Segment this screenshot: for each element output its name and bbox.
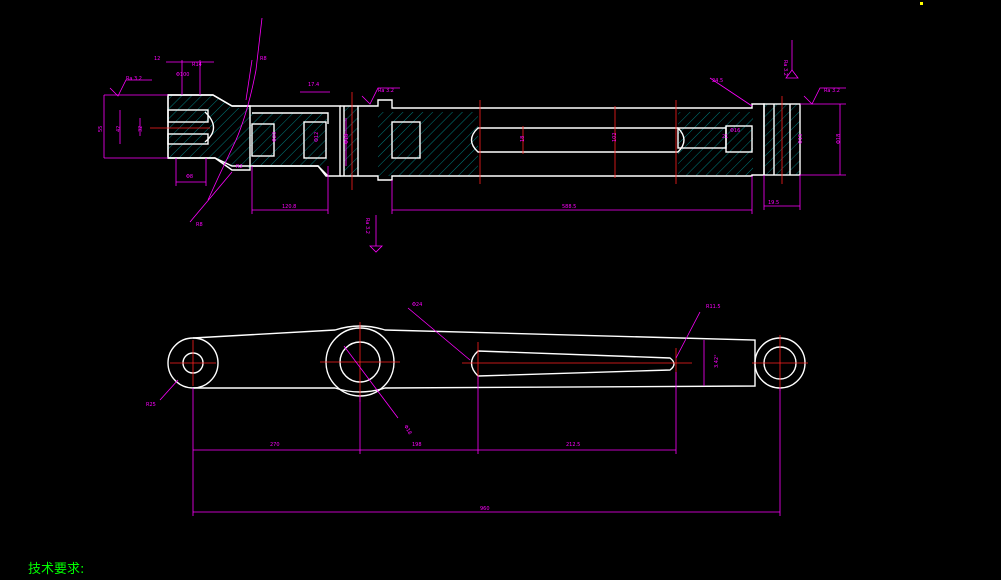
lever-outline bbox=[167, 325, 806, 397]
dim-label-5: 55 bbox=[98, 126, 104, 132]
plan-dimensions bbox=[159, 307, 781, 516]
ra-label-3: Ra 3.2 bbox=[824, 88, 840, 94]
dim-label-16: Φ18 bbox=[836, 134, 842, 144]
dim-label-11: Φ18 bbox=[344, 134, 350, 144]
dim-label-20: 19.5 bbox=[768, 200, 779, 206]
dim-label-12: 18 bbox=[520, 136, 526, 142]
section-hatching bbox=[168, 95, 800, 176]
dim-label-9: 17.4 bbox=[308, 82, 319, 88]
section-dimensions bbox=[103, 59, 846, 223]
dim-label-6: 42 bbox=[116, 126, 122, 132]
plan-label-5: 270 bbox=[270, 442, 280, 448]
section-view: Ra 3.2 Ra 3.2 Ra 3.2 Ra 3.2 Ra 3.2 12 R8… bbox=[98, 17, 846, 253]
plan-label-6: 198 bbox=[412, 442, 422, 448]
dim-label-2: R8 bbox=[260, 56, 267, 62]
ra-label-5: Ra 3.2 bbox=[364, 218, 370, 234]
plan-dim-labels: R25 Φ18 Φ24 R11.5 270 198 212.5 960 3.42… bbox=[146, 302, 721, 512]
plan-label-8: 960 bbox=[480, 506, 490, 512]
plan-label-3: Φ24 bbox=[412, 302, 422, 308]
dim-label-18: Φ16 bbox=[730, 128, 740, 134]
dim-label-24: R2 bbox=[236, 164, 243, 170]
plan-label-4: R11.5 bbox=[706, 304, 721, 310]
cutting-plane-line bbox=[207, 17, 263, 201]
dim-label-22: Φ100 bbox=[176, 72, 189, 78]
technical-requirements-heading: 技术要求: bbox=[28, 562, 85, 577]
dim-label-4: Φ8 bbox=[186, 174, 193, 180]
dim-label-17: Φ15 bbox=[798, 134, 804, 144]
dim-label-21: 24.5 bbox=[712, 78, 723, 84]
ra-label-2: Ra 3.2 bbox=[378, 88, 394, 94]
dim-label-8: Φ20 bbox=[272, 132, 278, 142]
fork-end-outline bbox=[167, 94, 341, 177]
plan-centerlines bbox=[170, 322, 808, 402]
dim-label-23: R14 bbox=[192, 62, 202, 68]
dim-label-19: 588.5 bbox=[562, 204, 576, 210]
plan-label-7: 212.5 bbox=[566, 442, 580, 448]
section-centerlines bbox=[150, 92, 783, 190]
section-dim-labels: Ra 3.2 Ra 3.2 Ra 3.2 Ra 3.2 Ra 3.2 12 R8… bbox=[98, 56, 842, 234]
plan-label-1: R25 bbox=[146, 402, 156, 408]
ra-label-4: Ra 3.2 bbox=[782, 60, 788, 76]
dim-label-14: 120.8 bbox=[282, 204, 296, 210]
dim-label-7: 32 bbox=[138, 126, 144, 132]
dim-label-1: 12 bbox=[154, 56, 160, 62]
ra-label-1: Ra 3.2 bbox=[126, 76, 142, 82]
dim-label-13: 102 bbox=[612, 132, 618, 142]
plan-view: R25 Φ18 Φ24 R11.5 270 198 212.5 960 3.42… bbox=[146, 302, 808, 516]
plan-label-2: Φ18 bbox=[402, 424, 412, 436]
roughness-symbols bbox=[109, 40, 846, 253]
corner-marker bbox=[920, 2, 923, 5]
dim-label-3: R8 bbox=[196, 222, 203, 228]
plan-label-9: 3.42° bbox=[714, 354, 720, 368]
dim-label-10: Φ12 bbox=[314, 132, 320, 142]
dim-label-15: 21 bbox=[722, 134, 728, 140]
